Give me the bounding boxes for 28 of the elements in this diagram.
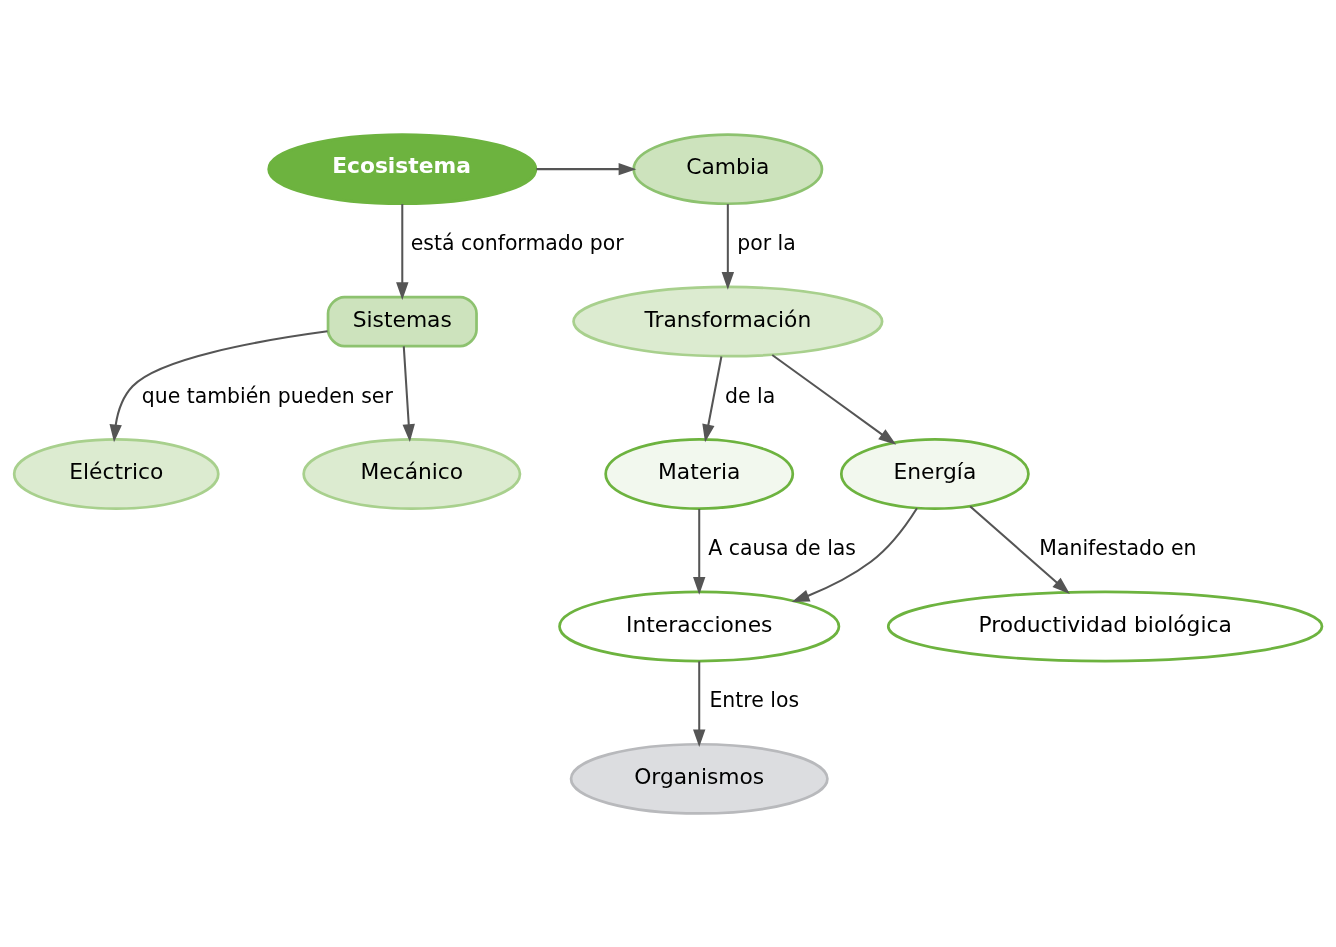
arrow <box>536 162 637 175</box>
edge-label: está conformado por <box>410 230 624 255</box>
arrow <box>109 329 328 442</box>
node-ellipse: Mecánico <box>302 437 522 510</box>
arrow <box>791 507 918 602</box>
arrow <box>721 203 735 290</box>
arrow <box>396 203 409 300</box>
node-box: Sistemas <box>326 295 478 347</box>
edge-label: Manifestado en <box>1039 535 1197 560</box>
edge-label: A causa de las <box>708 535 856 560</box>
node-ellipse: Cambia <box>632 132 824 205</box>
arrow <box>771 353 897 445</box>
arrow <box>969 505 1070 594</box>
node-ellipse: Energía <box>839 437 1030 510</box>
edge-label: que también pueden ser <box>141 383 393 408</box>
arrow <box>402 345 415 442</box>
edge-label: de la <box>725 383 776 408</box>
node-ellipse: Eléctrico <box>12 437 220 510</box>
arrow <box>702 355 723 442</box>
edge-label: Entre los <box>709 687 800 712</box>
node-ellipse: Ecosistema <box>267 132 538 205</box>
arrow <box>693 508 706 595</box>
node-ellipse: Materia <box>604 437 795 510</box>
edge-label: por la <box>737 230 796 255</box>
node-ellipse: Transformación <box>572 285 884 358</box>
arrow <box>693 660 706 747</box>
node-ellipse: Productividad biológica <box>886 589 1324 662</box>
node-ellipse: Organismos <box>569 742 829 815</box>
